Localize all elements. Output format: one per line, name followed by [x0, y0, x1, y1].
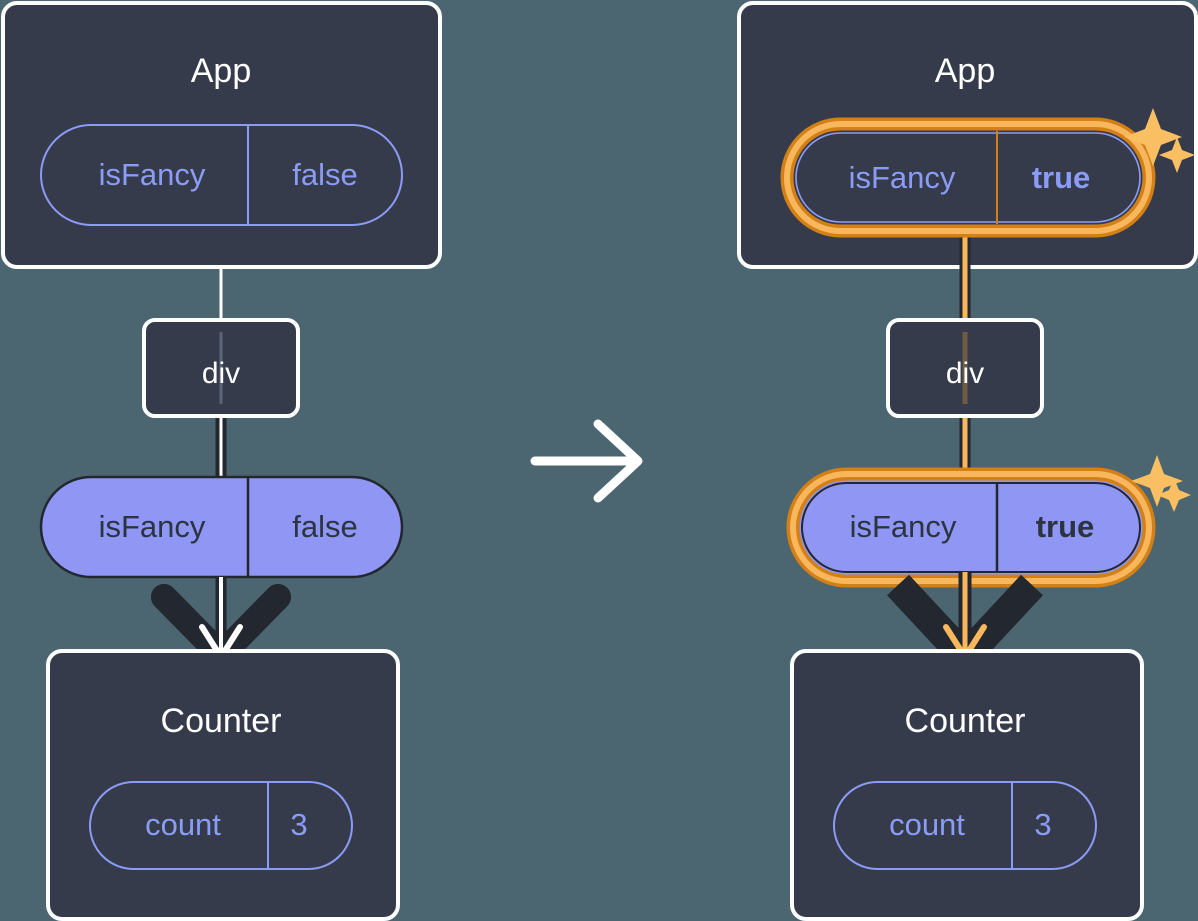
transition-arrow — [530, 419, 643, 503]
pill-key-label: isFancy — [850, 509, 957, 544]
app-state-pill-after: isFancy true — [780, 117, 1156, 238]
app-title-before: App — [191, 52, 252, 90]
pill-value-label: true — [1032, 160, 1091, 195]
sparkle-large-icon — [1124, 108, 1182, 166]
counter-title-before: Counter — [161, 702, 282, 740]
pill-outline-shape — [40, 124, 403, 226]
pill-value-label: false — [292, 509, 357, 544]
arrow-right-icon-head — [593, 419, 643, 503]
pill-highlight-ring-inner — [784, 121, 1152, 234]
app-state-pill-before: isFancy false — [40, 124, 403, 226]
counter-box-after — [790, 649, 1144, 921]
pill-key-label: isFancy — [99, 509, 206, 544]
pill-key-label: count — [889, 807, 965, 842]
counter-state-pill-after: count 3 — [833, 781, 1097, 870]
sparkle-small-icon — [1159, 137, 1195, 173]
pill-value-label: false — [292, 157, 357, 192]
pill-key-label: isFancy — [99, 157, 206, 192]
pill-value-label: true — [1036, 509, 1095, 544]
pill-outline-shape — [89, 781, 353, 870]
counter-box-before — [46, 649, 400, 921]
panel-before: App isFancy false div isFancy false Cou — [1, 1, 442, 921]
sparkle-group-app-after — [1124, 108, 1195, 173]
pill-outline-shape — [795, 132, 1141, 223]
pill-highlight-ring-outer — [780, 117, 1156, 238]
div-box-before: div — [142, 318, 300, 418]
sparkle-large-icon — [1131, 455, 1183, 507]
sparkle-small-icon — [1157, 478, 1191, 512]
div-label: div — [946, 357, 984, 390]
pill-value-label: 3 — [290, 807, 307, 842]
app-title-after: App — [935, 52, 996, 90]
pill-outline-shape — [833, 781, 1097, 870]
panel-after: App isFancy true div — [737, 1, 1198, 921]
pill-value-label: 3 — [1034, 807, 1051, 842]
div-box-after: div — [886, 318, 1044, 418]
counter-title-after: Counter — [905, 702, 1026, 740]
pill-key-label: isFancy — [849, 160, 956, 195]
counter-state-pill-before: count 3 — [89, 781, 353, 870]
prop-pill-before: isFancy false — [39, 475, 404, 579]
pill-key-label: count — [145, 807, 221, 842]
sparkle-group-prop-after — [1131, 455, 1191, 512]
app-box-before — [1, 1, 442, 269]
div-label: div — [202, 357, 240, 390]
prop-pill-after: isFancy true — [786, 467, 1156, 588]
